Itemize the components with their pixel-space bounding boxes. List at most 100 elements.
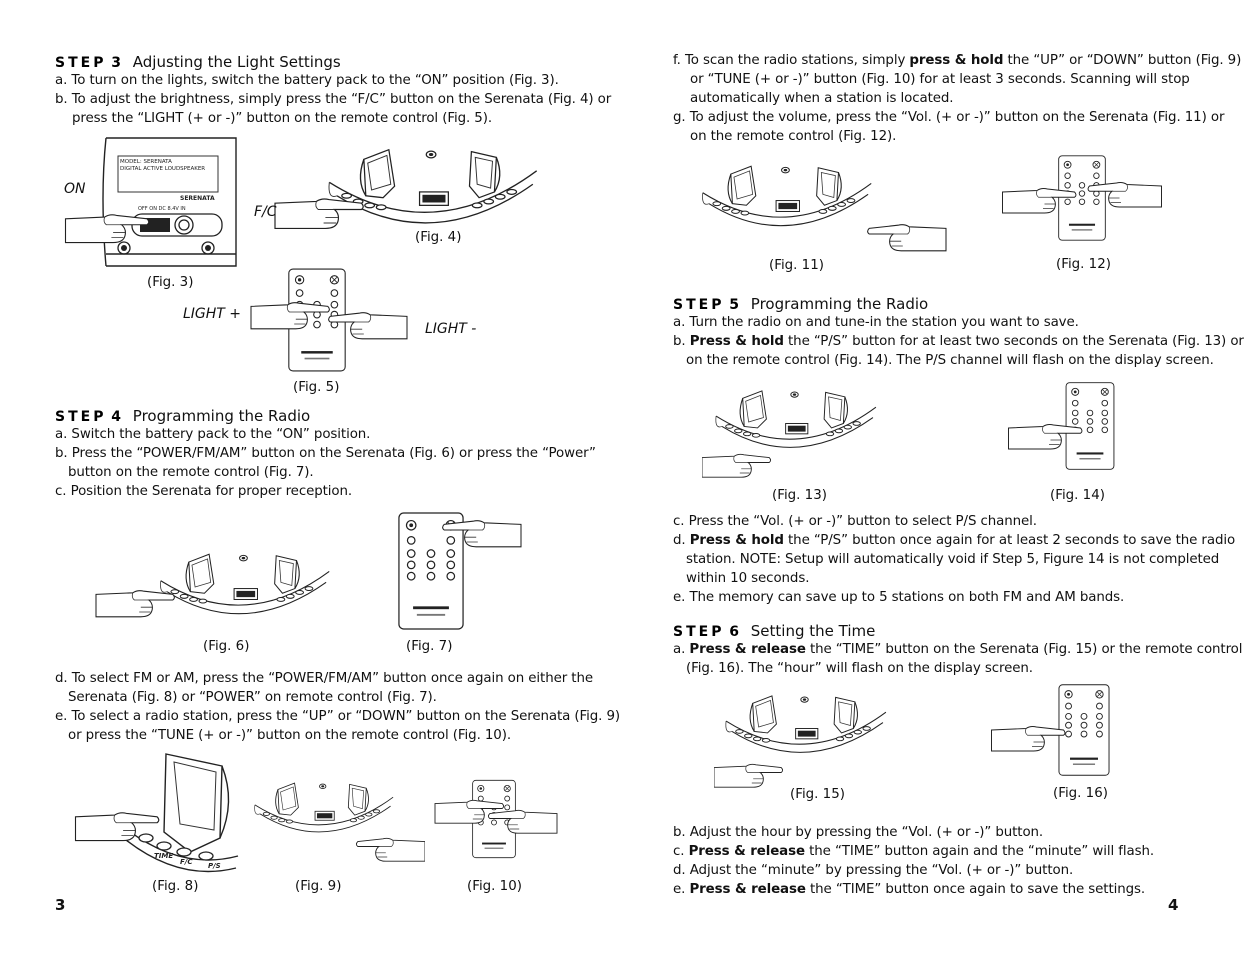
step5-c: c. Press the “Vol. (+ or -)” button to s… [673,514,1037,529]
step-number: 6 [729,624,742,640]
step4-heading: STEP 4 Programming the Radio [55,406,310,427]
fig13-hand-icon [702,453,772,478]
step6-a2: (Fig. 16). The “hour” will flash on the … [686,661,1033,676]
fig10-caption: (Fig. 10) [467,879,522,894]
fig15-hand-icon [714,763,784,788]
fig5-hand-left-icon [327,312,408,340]
page-left: STEP 3 Adjusting the Light Settings a. T… [0,0,621,954]
text-segment: the “TIME” button again and the “minute”… [804,844,1154,859]
fig13-caption: (Fig. 13) [772,488,827,503]
step-keyword: STEP [55,409,107,425]
page-right: f. To scan the radio stations, simply pr… [618,0,1244,954]
fig14-caption: (Fig. 14) [1050,488,1105,503]
step4-e2: or press the “TUNE (+ or -)” button on t… [68,728,512,743]
fig8-button-fc: F/C [180,858,193,866]
step4-a: a. Switch the battery pack to the “ON” p… [55,427,371,442]
text-segment: e. [673,882,690,897]
text-segment: the “P/S” button once again for at least… [783,533,1236,548]
text-segment: the “UP” or “DOWN” button (Fig. 9) [1003,53,1242,68]
fig3-hand-icon [64,214,150,244]
step6-b: b. Adjust the hour by pressing the “Vol.… [673,825,1044,840]
step4-f1: f. To scan the radio stations, simply pr… [673,51,1241,70]
fig6-hand-icon [95,590,176,618]
fig3-label-on: ON [64,181,86,197]
fig10-hand-left-icon [487,809,558,834]
step5-heading: STEP 5 Programming the Radio [673,294,928,315]
step-number: 4 [111,409,124,425]
fig3-caption: (Fig. 3) [147,275,194,290]
step5-d1: d. Press & hold the “P/S” button once ag… [673,531,1235,550]
step5-b1: b. Press & hold the “P/S” button for at … [673,332,1244,351]
fig3-model-line1: MODEL: SERENATA [120,159,172,165]
fig9-hand-icon [355,837,425,862]
step5-d3: within 10 seconds. [686,571,810,586]
text-segment: d. [673,533,690,548]
step4-g2: on the remote control (Fig. 12). [690,129,897,144]
text-segment: b. [673,334,690,349]
step6-e: e. Press & release the “TIME” button onc… [673,880,1145,899]
fig11-hand-icon [866,224,947,252]
step-title: Programming the Radio [132,407,311,425]
step-title: Setting the Time [750,622,876,640]
step4-e1: e. To select a radio station, press the … [55,709,621,724]
fig8-button-ps: P/S [208,862,221,870]
step-keyword: STEP [673,297,725,313]
text-segment: the “P/S” button for at least two second… [783,334,1244,349]
step-keyword: STEP [673,624,725,640]
page-number-left: 3 [55,896,66,914]
fig12-hand-left-icon [1087,181,1163,208]
fig15-caption: (Fig. 15) [790,787,845,802]
step4-f3: automatically when a station is located. [690,91,954,106]
fig14-hand-icon [1007,423,1083,450]
bold-segment: Press & hold [689,533,784,548]
step3-b2: press the “LIGHT (+ or -)” button on the… [72,111,492,126]
step4-b1: b. Press the “POWER/FM/AM” button on the… [55,446,596,461]
step4-c: c. Position the Serenata for proper rece… [55,484,353,499]
fig7-caption: (Fig. 7) [406,639,453,654]
fig4-caption: (Fig. 4) [415,230,462,245]
fig4-hand-icon [274,198,364,230]
fig3-brand: SERENATA [180,195,215,202]
step4-d2: Serenata (Fig. 8) or “POWER” on remote c… [68,690,437,705]
step6-c: c. Press & release the “TIME” button aga… [673,842,1154,861]
step6-d: d. Adjust the “minute” by pressing the “… [673,863,1074,878]
fig12-hand-right-icon [1001,187,1077,214]
text-segment: c. [673,844,689,859]
step4-g1: g. To adjust the volume, press the “Vol.… [673,110,1225,125]
step5-b2: on the remote control (Fig. 14). The P/S… [686,353,1214,368]
fig16-caption: (Fig. 16) [1053,786,1108,801]
text-segment: f. To scan the radio stations, simply [673,53,910,68]
fig8-button-time: TIME [154,852,173,860]
step4-f2: or “TUNE (+ or -)” button (Fig. 10) for … [690,72,1190,87]
bold-segment: Press & release [689,882,806,897]
fig3-model-line2: DIGITAL ACTIVE LOUDSPEAKER [120,166,205,172]
bold-segment: Press & release [688,844,805,859]
bold-segment: Press & release [689,642,806,657]
page-number-right: 4 [1168,896,1179,914]
step-number: 3 [111,55,124,71]
step6-a1: a. Press & release the “TIME” button on … [673,640,1243,659]
step-keyword: STEP [55,55,107,71]
bold-segment: Press & hold [689,334,784,349]
step6-heading: STEP 6 Setting the Time [673,621,875,642]
fig5-caption: (Fig. 5) [293,380,340,395]
fig6-caption: (Fig. 6) [203,639,250,654]
fig12-caption: (Fig. 12) [1056,257,1111,272]
fig4-label-fc: F/C [254,204,277,220]
fig5-label-light-minus: LIGHT - [425,321,477,337]
step-number: 5 [729,297,742,313]
bold-segment: press & hold [909,53,1004,68]
step4-b2: button on the remote control (Fig. 7). [68,465,314,480]
fig7-hand-icon [442,520,522,548]
text-segment: a. [673,642,690,657]
fig11-caption: (Fig. 11) [769,258,824,273]
step3-heading: STEP 3 Adjusting the Light Settings [55,52,341,73]
fig8-hand-icon [74,812,160,842]
fig3-switch-labels: OFF ON DC 8.4V IN [138,206,186,212]
step-title: Programming the Radio [750,295,929,313]
text-segment: the “TIME” button on the Serenata (Fig. … [805,642,1243,657]
step-title: Adjusting the Light Settings [132,53,341,71]
step5-a: a. Turn the radio on and tune-in the sta… [673,315,1079,330]
step5-e: e. The memory can save up to 5 stations … [673,590,1125,605]
fig8-caption: (Fig. 8) [152,879,199,894]
